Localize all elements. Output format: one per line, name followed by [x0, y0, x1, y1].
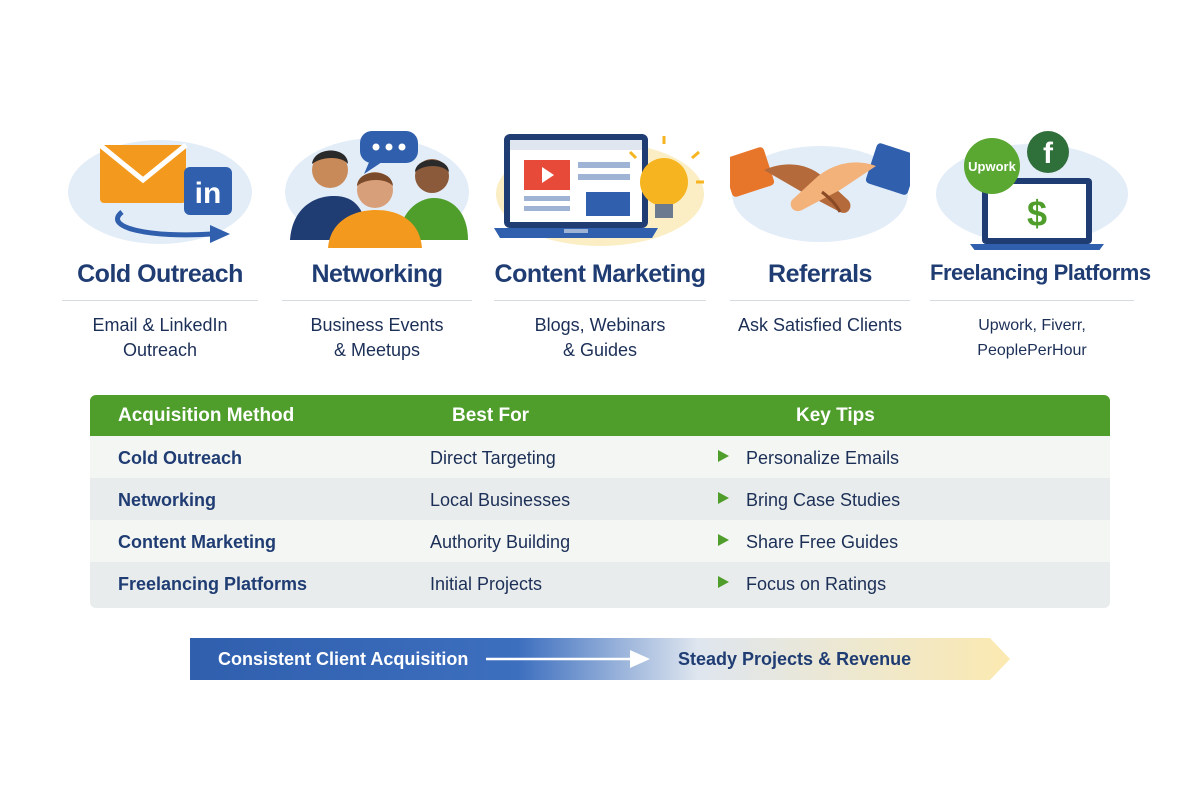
- method-networking: Networking Business Events & Meetups: [282, 120, 472, 370]
- svg-text:in: in: [195, 177, 222, 210]
- divider: [282, 300, 472, 301]
- method-freelancing-platforms: $ Upwork f Freelancing Platforms Upwork,…: [930, 120, 1151, 370]
- method-cold-outreach: in Cold Outreach Email & LinkedIn Outrea…: [62, 120, 258, 370]
- method-title: Content Marketing: [494, 260, 706, 288]
- method-title: Referrals: [768, 260, 872, 288]
- table-row: Content Marketing Authority Building Sha…: [90, 520, 1110, 562]
- method-description: Blogs, Webinars & Guides: [534, 315, 666, 360]
- banner-arrow-shape: [190, 638, 1010, 680]
- divider: [730, 300, 910, 301]
- freelance-laptop-icon: $ Upwork f: [936, 131, 1128, 250]
- row-tip: Personalize Emails: [746, 448, 900, 468]
- methods-section: in Cold Outreach Email & LinkedIn Outrea…: [0, 120, 1200, 370]
- banner-right-text: Steady Projects & Revenue: [678, 649, 912, 669]
- row-method: Freelancing Platforms: [118, 574, 308, 594]
- table-row: Cold Outreach Direct Targeting Personali…: [90, 436, 1110, 478]
- acquisition-outcome-banner: Consistent Client Acquisition Steady Pro…: [190, 638, 1010, 680]
- method-description: Email & LinkedIn Outreach: [92, 315, 228, 360]
- acquisition-table: Acquisition Method Best For Key Tips Col…: [90, 395, 1110, 608]
- laptop-lightbulb-icon: [494, 134, 704, 246]
- row-tip: Bring Case Studies: [746, 490, 901, 510]
- method-title: Cold Outreach: [77, 260, 243, 288]
- row-tip: Share Free Guides: [746, 532, 899, 552]
- arrow-right-icon: [718, 492, 729, 504]
- table-header: Acquisition Method Best For Key Tips: [90, 395, 1110, 436]
- table-row: Freelancing Platforms Initial Projects F…: [90, 562, 1110, 608]
- row-tip: Focus on Ratings: [746, 574, 887, 594]
- row-best-for: Initial Projects: [430, 574, 543, 594]
- method-description: Ask Satisfied Clients: [737, 315, 903, 335]
- svg-text:$: $: [1027, 193, 1047, 234]
- method-content-marketing: Content Marketing Blogs, Webinars & Guid…: [494, 120, 706, 370]
- handshake-icon: [730, 143, 910, 242]
- header-best-for: Best For: [452, 405, 530, 426]
- header-key-tips: Key Tips: [796, 405, 875, 426]
- header-acquisition-method: Acquisition Method: [118, 405, 295, 426]
- method-description: Upwork, Fiverr, PeoplePerHour: [977, 317, 1087, 359]
- email-linkedin-icon: in: [68, 140, 252, 244]
- arrow-right-icon: [718, 450, 729, 462]
- row-best-for: Authority Building: [430, 532, 571, 552]
- row-best-for: Local Businesses: [430, 490, 571, 510]
- arrow-right-icon: [718, 534, 729, 546]
- divider: [930, 300, 1134, 301]
- divider: [62, 300, 258, 301]
- method-title: Networking: [311, 260, 443, 288]
- svg-text:Upwork: Upwork: [968, 159, 1016, 174]
- people-conversation-icon: [285, 131, 469, 248]
- method-title: Freelancing Platforms: [930, 260, 1151, 285]
- table-row: Networking Local Businesses Bring Case S…: [90, 478, 1110, 520]
- svg-text:f: f: [1043, 137, 1054, 170]
- method-description: Business Events & Meetups: [310, 315, 444, 360]
- divider: [494, 300, 706, 301]
- banner-left-text: Consistent Client Acquisition: [218, 649, 469, 669]
- row-method: Cold Outreach: [118, 448, 243, 468]
- method-referrals: Referrals Ask Satisfied Clients: [730, 120, 910, 370]
- row-best-for: Direct Targeting: [430, 448, 556, 468]
- row-method: Networking: [118, 490, 217, 510]
- arrow-right-icon: [718, 576, 729, 588]
- row-method: Content Marketing: [118, 532, 277, 552]
